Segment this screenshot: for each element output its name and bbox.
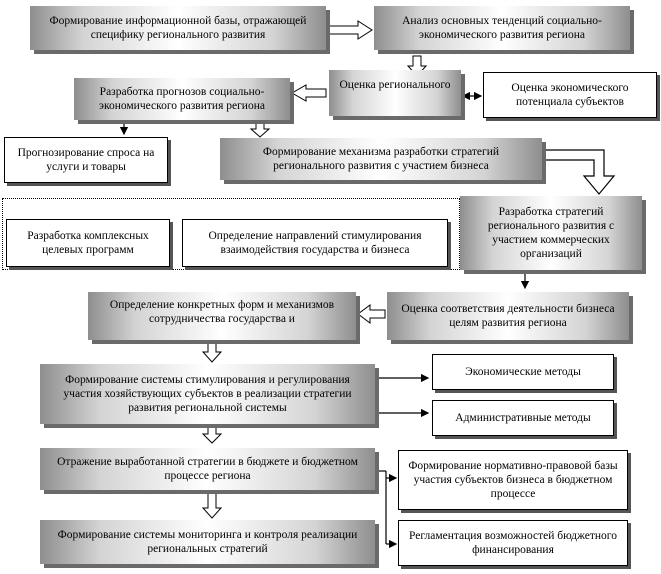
box-trend-analysis: Анализ основных тенденций социально-экон… (374, 6, 630, 50)
box-business-compliance: Оценка соответствия деятельности бизнеса… (387, 292, 629, 340)
hollow-arrow-b11-b13 (201, 342, 223, 363)
box-stimulation-directions: Определение направлений стимулирования в… (182, 219, 448, 267)
box-demand-forecast: Прогнозирование спроса на услуги и товар… (4, 137, 168, 183)
box-cooperation-forms: Определение конкретных форм и механизмов… (88, 292, 356, 340)
hollow-arrow-b3-b5 (290, 84, 327, 102)
box-information-base: Формирование информационной базы, отража… (30, 6, 326, 50)
dotted-group-frame (2, 198, 460, 270)
box-regional-assessment: Оценка регионального (329, 70, 461, 116)
box-budget-reflection: Отражение выработанной стратегии в бюдже… (40, 448, 375, 490)
hollow-arrow-b1-b2 (327, 20, 373, 40)
box-forecast-development: Разработка прогнозов социально-экономиче… (74, 78, 290, 120)
hollow-arrow-b13-b16 (201, 425, 223, 444)
box-legal-base: Формирование нормативно-правовой базы уч… (398, 450, 628, 510)
box-stimulation-system: Формирование системы стимулирования и ре… (40, 364, 375, 424)
box-monitoring-system: Формирование системы мониторинга и контр… (40, 520, 375, 564)
box-administrative-methods: Административные методы (432, 400, 614, 436)
box-economic-potential: Оценка экономического потенциала субъект… (483, 72, 657, 118)
box-target-programs: Разработка комплексных целевых программ (6, 219, 170, 267)
box-budget-regulation: Регламентация возможностей бюджетного фи… (398, 520, 628, 566)
hollow-arrow-b12-b11 (357, 304, 386, 324)
hollow-bent-arrow-b7-b10 (543, 149, 616, 195)
hollow-arrow-b16-b18 (201, 491, 223, 519)
box-strategy-mechanism: Формирование механизма разработки страте… (220, 138, 542, 180)
hollow-arrow-b5-b7 (249, 121, 271, 138)
box-strategy-development: Разработка стратегий регионального разви… (460, 196, 642, 270)
box-economic-methods: Экономические методы (432, 354, 614, 390)
